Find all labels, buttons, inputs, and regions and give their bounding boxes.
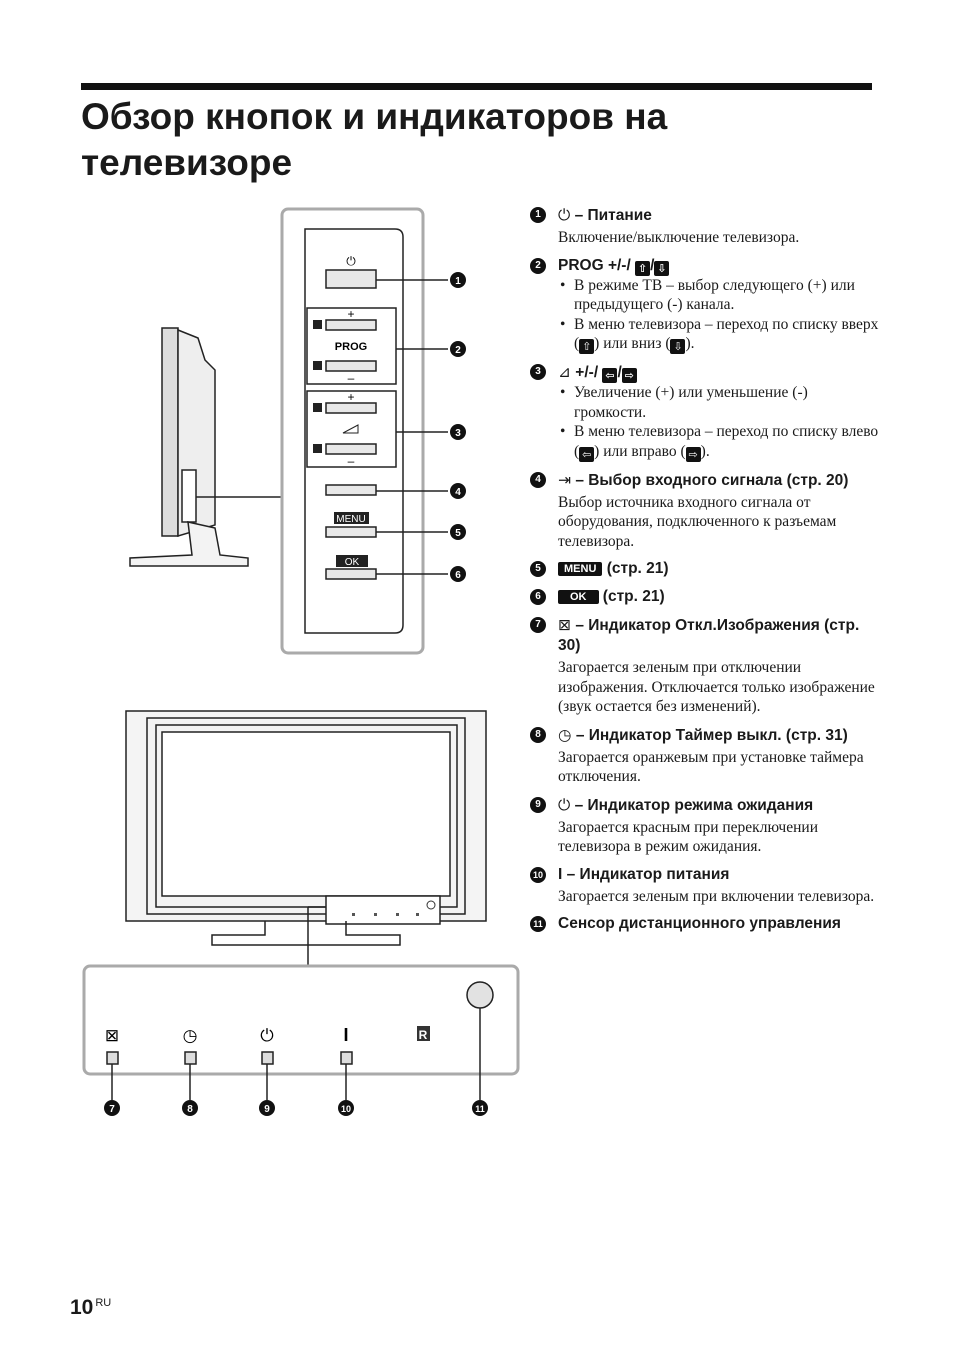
- remote-sensor-icon: R: [419, 1028, 428, 1042]
- item-ok: 6 OK (стр. 21): [530, 587, 880, 607]
- ok-label: OK: [345, 557, 360, 568]
- callouts: 1 2 3 4 5 6 7 8 9 10 11: [104, 272, 488, 1116]
- item-remote-sensor: 11 Сенсор дистанционного управления: [530, 914, 880, 934]
- timer-icon: ◷: [183, 1026, 198, 1045]
- standby-icon: ⏻: [260, 1026, 274, 1045]
- down-arrow-icon: ⇩: [670, 339, 686, 354]
- svg-text:+: +: [347, 390, 354, 404]
- page-title: Обзор кнопок и индикаторов на телевизоре: [81, 96, 668, 183]
- item-volume: 3 ⊿ +/-/ ⇦/⇨ Увеличение (+) или уменьшен…: [530, 362, 880, 462]
- svg-text:5: 5: [455, 528, 461, 539]
- item-standby: 9 ⏻ – Индикатор режима ожидания Загорает…: [530, 795, 880, 857]
- item-timer: 8 ◷ – Индикатор Таймер выкл. (стр. 31) З…: [530, 725, 880, 787]
- item-power-indicator: 10 I – Индикатор питания Загорается зеле…: [530, 865, 880, 907]
- item-input: 4 ⇥ – Выбор входного сигнала (стр. 20) В…: [530, 470, 880, 552]
- svg-text:2: 2: [455, 345, 461, 356]
- volume-icon: ⊿: [558, 363, 571, 381]
- standby-icon: ⏻: [558, 795, 571, 814]
- power-icon: ⏻: [558, 206, 571, 224]
- item-power: 1 ⏻ – Питание Включение/выключение телев…: [530, 205, 880, 248]
- svg-text:–: –: [348, 371, 355, 385]
- svg-text:3: 3: [455, 428, 461, 439]
- svg-text:+: +: [347, 307, 354, 321]
- right-arrow-icon: ⇨: [621, 368, 637, 383]
- svg-text:6: 6: [455, 570, 461, 581]
- menu-label: MENU: [336, 514, 365, 525]
- up-arrow-icon: ⇧: [579, 339, 595, 354]
- item-picture-off: 7 ⊠ – Индикатор Откл.Изображения (стр. 3…: [530, 615, 880, 717]
- power-indicator-icon: I: [558, 865, 563, 883]
- description-list: 1 ⏻ – Питание Включение/выключение телев…: [530, 205, 880, 942]
- item-menu: 5 MENU (стр. 21): [530, 559, 880, 579]
- picture-off-icon: ⊠: [105, 1026, 119, 1045]
- svg-text:7: 7: [109, 1104, 115, 1115]
- right-arrow-icon: ⇨: [685, 446, 701, 462]
- svg-text:4: 4: [455, 487, 461, 498]
- up-arrow-icon: ⇧: [635, 260, 651, 276]
- ok-key-icon: OK: [558, 590, 599, 604]
- svg-text:8: 8: [187, 1104, 193, 1115]
- svg-text:9: 9: [264, 1104, 270, 1115]
- top-rule: [81, 83, 872, 90]
- picture-off-icon: ⊠: [558, 616, 571, 634]
- timer-icon: ◷: [558, 725, 572, 744]
- svg-text:1: 1: [455, 276, 461, 287]
- power-label: ⏻: [346, 254, 356, 268]
- down-arrow-icon: ⇩: [654, 260, 670, 276]
- svg-text:11: 11: [475, 1104, 485, 1114]
- item-prog: 2 PROG +/-/ ⇧/⇩ В режиме ТВ – выбор след…: [530, 256, 880, 354]
- svg-text:10: 10: [341, 1104, 351, 1114]
- power-indicator-icon: I: [343, 1025, 348, 1045]
- menu-key-icon: MENU: [558, 562, 603, 576]
- svg-text:–: –: [348, 454, 355, 468]
- prog-label: PROG: [335, 341, 367, 353]
- left-arrow-icon: ⇦: [602, 368, 618, 383]
- input-icon: ⇥: [558, 470, 571, 489]
- left-arrow-icon: ⇦: [579, 446, 595, 462]
